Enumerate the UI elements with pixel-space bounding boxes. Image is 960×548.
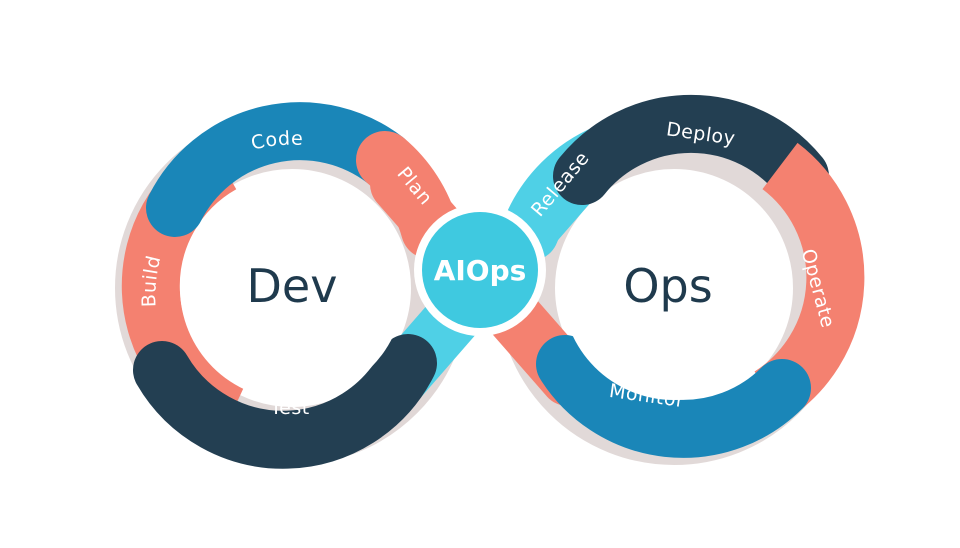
dev-label: Dev xyxy=(247,259,338,313)
right-loop-center xyxy=(562,176,786,400)
hub-circle xyxy=(422,212,538,328)
left-loop xyxy=(121,102,459,469)
segment-deploy xyxy=(553,94,829,205)
segment-monitor xyxy=(536,335,811,458)
left-loop-center xyxy=(180,176,404,400)
ops-label: Ops xyxy=(623,259,712,313)
segment-test xyxy=(133,334,437,469)
aiops-label: AIOps xyxy=(434,254,527,287)
right-loop xyxy=(501,94,865,458)
segment-code xyxy=(146,102,414,237)
segment-plan xyxy=(356,131,459,259)
test-label: Test xyxy=(269,397,309,419)
